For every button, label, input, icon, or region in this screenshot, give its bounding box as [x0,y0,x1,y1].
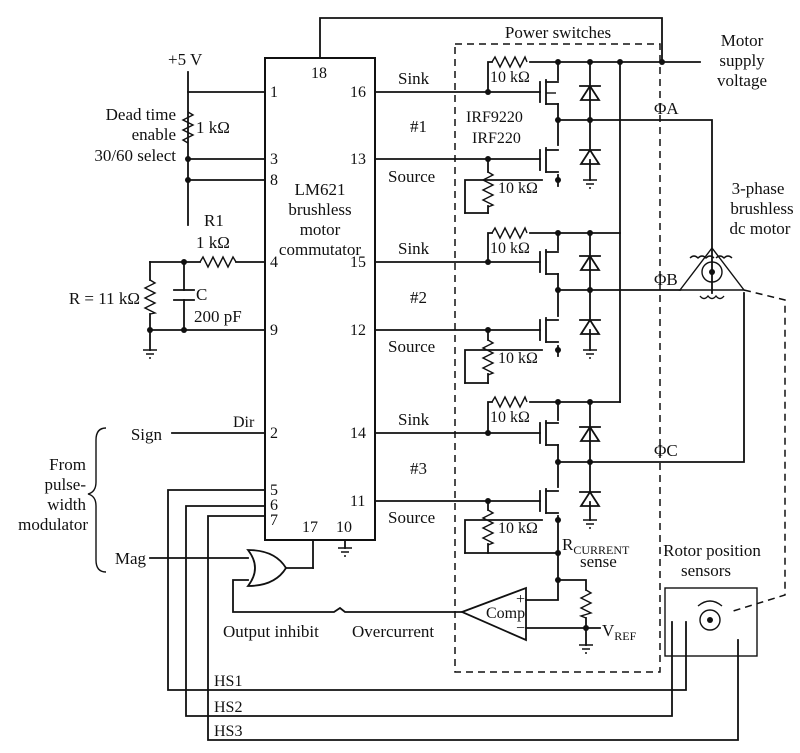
sense-r-sub: CURRENT [573,543,630,557]
labels: +5 V Dead time enable 30/60 select 1 kΩ … [18,23,794,740]
c-value: 200 pF [194,307,242,326]
rotor-label-1: Rotor position [663,541,761,560]
pin-3: 3 [270,151,278,168]
ground-symbols [143,179,597,654]
comp-minus: − [516,620,525,637]
pin-17: 17 [302,519,318,536]
sense-r-main: R [562,535,574,554]
pwm-label-3: width [47,495,86,514]
chip-name: LM621 [295,180,346,199]
phase-a-label: ΦA [654,99,679,118]
pin-18: 18 [311,65,327,82]
diodes [579,84,601,507]
vref-main: V [602,621,615,640]
chip-line-2: brushless [288,200,351,219]
dead-time-label-2: enable [132,125,176,144]
phase-c-label: ΦC [654,441,678,460]
hs1-label: HS1 [214,673,242,690]
pmos-part: IRF9220 [466,109,523,126]
motor-label-3: dc motor [730,219,791,238]
pin-2: 2 [270,425,278,442]
source-1: Source [388,167,435,186]
c-name: C [196,285,207,304]
pin-16: 16 [350,84,366,101]
source-2: Source [388,337,435,356]
overcurrent-label: Overcurrent [352,622,434,641]
motor-supply-1: Motor [721,31,764,50]
sense-label-2: sense [580,552,617,571]
mosfets [539,79,559,514]
resistors [143,55,593,619]
comparator [459,586,527,642]
dir-label: Dir [233,414,255,431]
wiring [149,17,745,741]
sense-r: RCURRENT [562,535,630,557]
dead-time-label-1: Dead time [106,105,176,124]
r10k-upper-3: 10 kΩ [490,409,530,426]
sink-3: Sink [398,410,430,429]
pwm-brace [87,427,107,573]
r1-name: R1 [204,211,224,230]
sink-1: Sink [398,69,430,88]
pin-7: 7 [270,512,278,529]
motor-supply-3: voltage [717,71,767,90]
vref-sub: REF [614,629,636,643]
pin-4: 4 [270,254,278,271]
motor-supply-2: supply [719,51,765,70]
output-inhibit-label: Output inhibit [223,622,319,641]
phase-b-label: ΦB [654,270,678,289]
pullup-value: 1 kΩ [196,118,230,137]
pwm-label-4: modulator [18,515,88,534]
power-switches-title: Power switches [505,23,611,42]
r10k-upper-1: 10 kΩ [490,69,530,86]
r10k-lower-1: 10 kΩ [498,180,538,197]
channel-2: #2 [410,288,427,307]
pin-10: 10 [336,519,352,536]
hs2-label: HS2 [214,699,242,716]
source-3: Source [388,508,435,527]
pin-8: 8 [270,172,278,189]
pin-1: 1 [270,84,278,101]
vref: VREF [602,621,637,643]
channel-1: #1 [410,117,427,136]
sign-label: Sign [131,425,163,444]
motor-label-1: 3-phase [732,179,785,198]
r10k-upper-2: 10 kΩ [490,240,530,257]
comp-label: Comp [486,605,525,622]
pin-6: 6 [270,497,278,514]
motor-label-2: brushless [730,199,793,218]
pin-9: 9 [270,322,278,339]
capacitor-c [173,289,195,301]
r1-value: 1 kΩ [196,233,230,252]
pwm-label-2: pulse- [44,475,86,494]
supply-5v: +5 V [168,50,203,69]
sink-2: Sink [398,239,430,258]
rotor-position-sensor [664,587,758,657]
power-switches-box [454,43,661,673]
comp-plus: + [516,591,525,608]
chip-line-3: motor [300,220,341,239]
pwm-label-1: From [49,455,86,474]
channel-3: #3 [410,459,427,478]
rotor-label-2: sensors [681,561,731,580]
pin-5: 5 [270,482,278,499]
pin-12: 12 [350,322,366,339]
chip-line-4: commutator [279,240,361,259]
select-label: 30/60 select [94,146,176,165]
pin-13: 13 [350,151,366,168]
lm621-chip [264,57,376,541]
r10k-lower-3: 10 kΩ [498,520,538,537]
hs3-label: HS3 [214,723,242,740]
pin-11: 11 [350,493,365,510]
pin-15: 15 [350,254,366,271]
nmos-part: IRF220 [472,130,521,147]
pin-14: 14 [350,425,366,442]
r-label: R = 11 kΩ [69,289,140,308]
or-gate [246,549,288,587]
r10k-lower-2: 10 kΩ [498,350,538,367]
mag-label: Mag [115,549,147,568]
